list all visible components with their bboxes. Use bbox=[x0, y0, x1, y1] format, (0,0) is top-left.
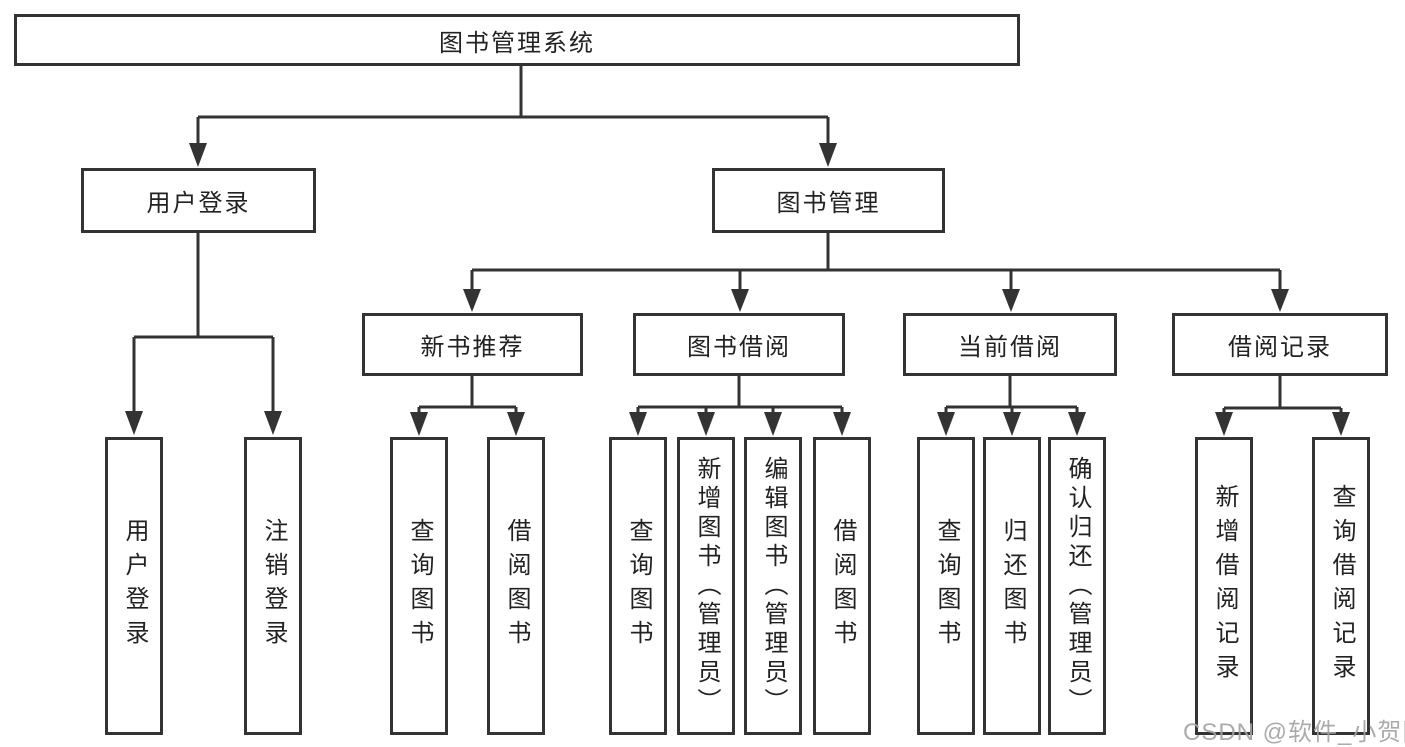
node-book-borrow-label: 图书借阅 bbox=[687, 334, 791, 361]
leaf-edit-book-admin: 编辑图书（管理员） bbox=[744, 437, 802, 735]
leaf-logout-label: 注销登录 bbox=[260, 518, 287, 654]
leaf-user-login-label: 用户登录 bbox=[121, 518, 148, 654]
node-new-book-recommend: 新书推荐 bbox=[362, 313, 583, 376]
leaf-user-login: 用户登录 bbox=[105, 437, 163, 735]
node-book-borrow: 图书借阅 bbox=[633, 313, 845, 376]
leaf-add-book-admin-label: 新增图书（管理员） bbox=[693, 455, 720, 717]
node-book-management-label: 图书管理 bbox=[776, 190, 881, 217]
leaf-query-books-borrow: 查询图书 bbox=[609, 437, 667, 735]
node-current-borrow: 当前借阅 bbox=[903, 313, 1117, 376]
leaf-borrow-books-recommend-label: 借阅图书 bbox=[503, 518, 530, 654]
node-user-login-label: 用户登录 bbox=[146, 190, 251, 217]
leaf-query-books-current-label: 查询图书 bbox=[933, 518, 960, 654]
node-book-management: 图书管理 bbox=[712, 168, 945, 233]
node-borrow-records: 借阅记录 bbox=[1172, 313, 1388, 376]
watermark-text: CSDN @软件_小贺同学 bbox=[1183, 719, 1405, 746]
leaf-return-book: 归还图书 bbox=[983, 437, 1041, 735]
leaf-query-borrow-record-label: 查询借阅记录 bbox=[1328, 484, 1355, 688]
leaf-query-borrow-record: 查询借阅记录 bbox=[1312, 437, 1370, 735]
leaf-return-book-label: 归还图书 bbox=[999, 518, 1026, 654]
leaf-confirm-return-admin-label: 确认归还（管理员） bbox=[1064, 455, 1091, 717]
leaf-add-borrow-record-label: 新增借阅记录 bbox=[1211, 484, 1238, 688]
node-new-book-recommend-label: 新书推荐 bbox=[420, 334, 525, 361]
leaf-borrow-books-borrow-label: 借阅图书 bbox=[829, 518, 856, 654]
branch-lines bbox=[132, 66, 1343, 414]
node-current-borrow-label: 当前借阅 bbox=[958, 334, 1062, 361]
node-user-login: 用户登录 bbox=[81, 168, 316, 233]
leaf-query-books-current: 查询图书 bbox=[917, 437, 975, 735]
leaf-edit-book-admin-label: 编辑图书（管理员） bbox=[760, 455, 787, 717]
node-borrow-records-label: 借阅记录 bbox=[1228, 334, 1332, 361]
leaf-logout: 注销登录 bbox=[244, 437, 302, 735]
arrowheads bbox=[125, 143, 1350, 436]
leaf-query-books-recommend-label: 查询图书 bbox=[406, 518, 433, 654]
node-root: 图书管理系统 bbox=[14, 14, 1020, 66]
leaf-add-book-admin: 新增图书（管理员） bbox=[677, 437, 735, 735]
leaf-query-books-borrow-label: 查询图书 bbox=[625, 518, 652, 654]
leaf-query-books-recommend: 查询图书 bbox=[390, 437, 448, 735]
leaf-borrow-books-recommend: 借阅图书 bbox=[487, 437, 545, 735]
leaf-add-borrow-record: 新增借阅记录 bbox=[1195, 437, 1253, 735]
leaf-confirm-return-admin: 确认归还（管理员） bbox=[1048, 437, 1106, 735]
node-root-label: 图书管理系统 bbox=[439, 29, 595, 57]
leaf-borrow-books-borrow: 借阅图书 bbox=[813, 437, 871, 735]
